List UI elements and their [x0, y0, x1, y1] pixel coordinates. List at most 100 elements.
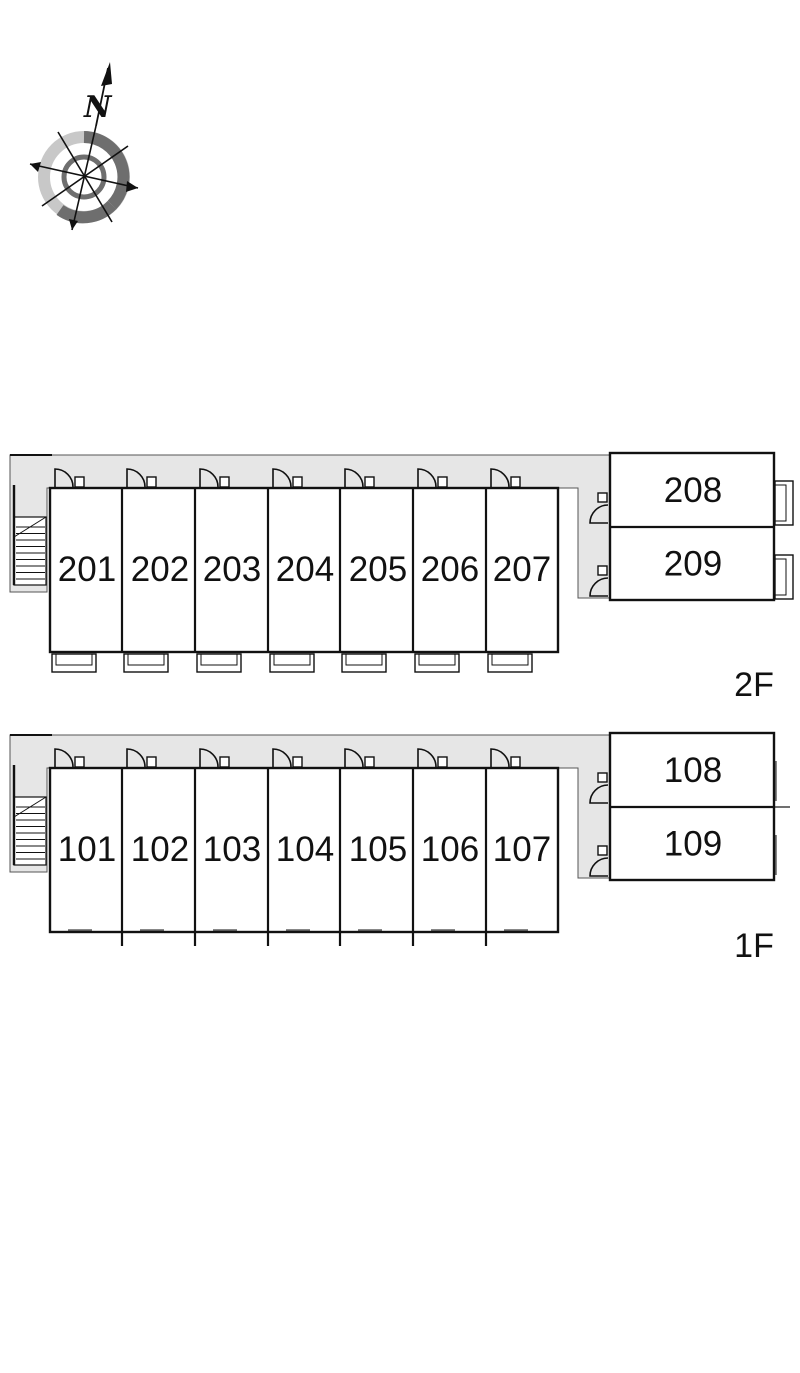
door-icon — [589, 845, 609, 877]
door-swing — [417, 748, 437, 768]
unit-number: 207 — [493, 550, 551, 589]
unit: 207 — [487, 468, 551, 673]
door-swing — [199, 468, 219, 488]
door-knob — [219, 756, 230, 768]
unit: 107 — [490, 748, 551, 931]
balcony — [487, 653, 533, 673]
door-knob — [74, 476, 85, 488]
door-icon — [54, 748, 85, 768]
stair-rail — [13, 516, 47, 538]
balcony — [196, 653, 242, 673]
unit: 106 — [417, 748, 479, 931]
door-swing — [54, 748, 74, 768]
unit-number: 203 — [203, 550, 261, 589]
door-knob — [510, 756, 521, 768]
door-swing — [344, 748, 364, 768]
unit-number: 102 — [131, 830, 189, 869]
unit: 201 — [51, 468, 116, 673]
door-icon — [126, 748, 157, 768]
door-swing — [272, 468, 292, 488]
unit: 101 — [54, 748, 116, 931]
unit-number: 108 — [664, 751, 722, 790]
door-swing — [126, 748, 146, 768]
door-knob — [292, 756, 303, 768]
door-swing — [589, 784, 609, 804]
door-knob — [597, 845, 608, 856]
unit-number: 204 — [276, 550, 334, 589]
unit: 104 — [272, 748, 334, 931]
door-swing — [417, 468, 437, 488]
door-icon — [272, 748, 303, 768]
unit-row-block — [48, 486, 560, 654]
unit-row-block — [48, 766, 560, 934]
door-icon — [344, 468, 375, 488]
unit-number: 107 — [493, 830, 551, 869]
unit-number: 105 — [349, 830, 407, 869]
unit-number: 202 — [131, 550, 189, 589]
unit: 109 — [589, 825, 777, 877]
unit-number: 103 — [203, 830, 261, 869]
balcony-rail — [774, 558, 787, 596]
unit-number: 205 — [349, 550, 407, 589]
door-knob — [510, 476, 521, 488]
unit: 209 — [589, 545, 794, 600]
door-knob — [597, 492, 608, 503]
door-icon — [589, 565, 609, 597]
unit: 103 — [199, 748, 261, 931]
balcony-rail — [200, 653, 238, 666]
unit: 208 — [589, 471, 794, 526]
door-swing — [272, 748, 292, 768]
unit-number: 106 — [421, 830, 479, 869]
door-swing — [589, 504, 609, 524]
door-icon — [199, 748, 230, 768]
balcony-rail — [491, 653, 529, 666]
balcony-rail — [127, 653, 165, 666]
unit-number: 201 — [58, 550, 116, 589]
unit-number: 209 — [664, 545, 722, 584]
unit: 203 — [196, 468, 261, 673]
unit-number: 109 — [664, 825, 722, 864]
balcony-rail — [345, 653, 383, 666]
door-icon — [272, 468, 303, 488]
door-knob — [597, 772, 608, 783]
door-knob — [597, 565, 608, 576]
floor-label: 1F — [734, 927, 774, 965]
door-swing — [490, 468, 510, 488]
door-icon — [54, 468, 85, 488]
staircase — [12, 765, 47, 866]
floor-label: 2F — [734, 666, 774, 704]
door-icon — [126, 468, 157, 488]
door-knob — [364, 476, 375, 488]
door-swing — [490, 748, 510, 768]
unit: 102 — [126, 748, 189, 931]
unit: 206 — [414, 468, 479, 673]
unit: 202 — [123, 468, 189, 673]
door-icon — [490, 468, 521, 488]
unit-number: 104 — [276, 830, 334, 869]
balcony-rail — [418, 653, 456, 666]
door-swing — [126, 468, 146, 488]
balcony-rail — [774, 484, 787, 522]
door-swing — [589, 577, 609, 597]
balcony-rail — [273, 653, 311, 666]
balcony — [269, 653, 315, 673]
door-knob — [146, 476, 157, 488]
unit: 204 — [269, 468, 334, 673]
balcony — [774, 480, 794, 526]
door-knob — [437, 756, 448, 768]
door-knob — [364, 756, 375, 768]
unit: 108 — [589, 751, 777, 804]
stair-rail — [13, 796, 47, 818]
balcony-rail — [55, 653, 93, 666]
door-swing — [344, 468, 364, 488]
door-swing — [199, 748, 219, 768]
door-swing — [589, 857, 609, 877]
balcony — [51, 653, 97, 673]
door-knob — [74, 756, 85, 768]
unit: 105 — [344, 748, 407, 931]
compass-rose-icon: N — [29, 62, 139, 231]
balcony — [774, 554, 794, 600]
